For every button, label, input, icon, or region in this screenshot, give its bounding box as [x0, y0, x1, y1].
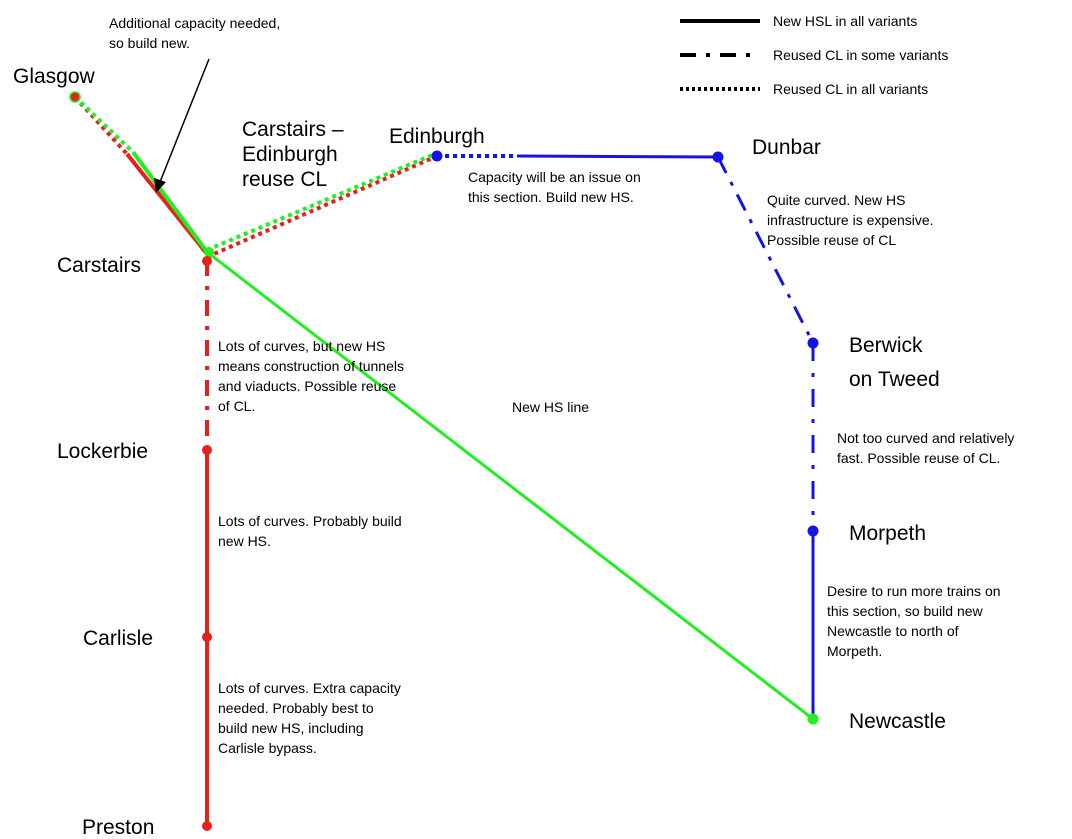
legend: New HSL in all variants Reused CL in som… — [680, 13, 948, 97]
note-edinburgh-dunbar: Capacity will be an issue on this sectio… — [468, 169, 645, 205]
city-label-edinburgh: Edinburgh — [389, 125, 485, 148]
note-berwick-morpeth: Not too curved and relatively fast. Poss… — [837, 430, 1018, 466]
city-labels: Glasgow Carstairs Edinburgh Dunbar Berwi… — [13, 65, 946, 839]
green-route — [73, 95, 814, 721]
carstairs-marker-green — [204, 247, 214, 257]
legend-label-reused-all: Reused CL in all variants — [773, 81, 928, 97]
legend-label-new-hsl: New HSL in all variants — [773, 13, 917, 29]
berwick-marker — [807, 337, 819, 349]
note-carstairs-lockerbie: Lots of curves, but new HS means constru… — [218, 338, 408, 414]
red-glasgow-dotted — [73, 95, 129, 156]
red-carstairs-edinburgh-dotted — [206, 154, 438, 259]
city-label-carlisle: Carlisle — [83, 627, 153, 650]
city-label-morpeth: Morpeth — [849, 522, 926, 545]
newcastle-marker — [807, 713, 819, 725]
dunbar-marker — [712, 151, 724, 163]
note-capacity-top: Additional capacity needed, so build new… — [109, 15, 284, 51]
morpeth-marker — [807, 525, 819, 537]
blue-dunbar-berwick-dashdot — [716, 156, 815, 344]
city-label-newcastle: Newcastle — [849, 710, 946, 733]
preston-marker — [202, 821, 212, 831]
carlisle-marker — [202, 632, 212, 642]
pointer-arrow — [154, 58, 210, 193]
note-new-hs-line: New HS line — [512, 399, 589, 415]
annotation-notes: Additional capacity needed, so build new… — [109, 15, 1018, 756]
green-glasgow-dotted — [73, 95, 135, 154]
city-label-berwick-line2: on Tweed — [849, 368, 940, 391]
note-dunbar-berwick: Quite curved. New HS infrastructure is e… — [767, 192, 937, 248]
blue-edinburgh-dunbar-solid — [516, 154, 719, 159]
city-label-lockerbie: Lockerbie — [57, 440, 148, 463]
legend-label-reused-some: Reused CL in some variants — [773, 47, 948, 63]
blue-route — [437, 154, 815, 719]
green-carstairs-newcastle-solid — [206, 250, 814, 721]
glasgow-marker — [69, 91, 81, 103]
city-label-preston: Preston — [82, 816, 154, 839]
carstairs-marker-red — [202, 256, 212, 266]
green-glasgow-carstairs-solid — [131, 150, 209, 254]
note-carlisle-preston: Lots of curves. Extra capacity needed. P… — [218, 680, 405, 756]
station-markers — [69, 91, 819, 831]
city-label-berwick-line1: Berwick — [849, 334, 923, 357]
city-label-dunbar: Dunbar — [752, 136, 821, 159]
city-label-carstairs: Carstairs — [57, 254, 141, 277]
edinburgh-marker — [431, 150, 443, 162]
city-label-glasgow: Glasgow — [13, 65, 96, 88]
green-carstairs-edinburgh-dotted — [206, 151, 438, 252]
lockerbie-marker — [202, 445, 212, 455]
note-lockerbie-carlisle: Lots of curves. Probably build new HS. — [218, 513, 406, 549]
note-morpeth-newcastle: Desire to run more trains on this sectio… — [827, 583, 1004, 659]
note-carstairs-edinburgh: Carstairs – Edinburgh reuse CL — [242, 118, 349, 191]
